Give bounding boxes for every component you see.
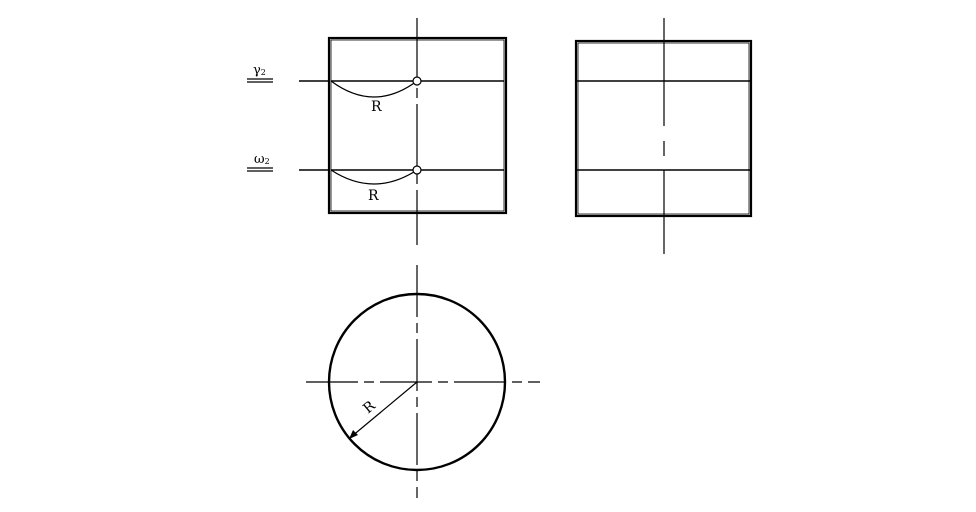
point-top: [412, 76, 422, 86]
arc-top: [330, 80, 418, 98]
section-label-top: γ2: [253, 63, 266, 78]
section-label-bottom: ω2: [254, 152, 270, 167]
front-view: [247, 18, 508, 245]
radius-arrowhead: [349, 430, 358, 439]
arc-top-label: R: [371, 99, 382, 115]
arc-bottom-label: R: [368, 188, 379, 204]
point-bottom: [412, 165, 422, 175]
radius-label: R: [360, 398, 379, 417]
top-view: [306, 265, 540, 498]
arc-bottom: [330, 169, 418, 185]
radius-line: [350, 381, 418, 438]
side-view: [574, 18, 753, 254]
